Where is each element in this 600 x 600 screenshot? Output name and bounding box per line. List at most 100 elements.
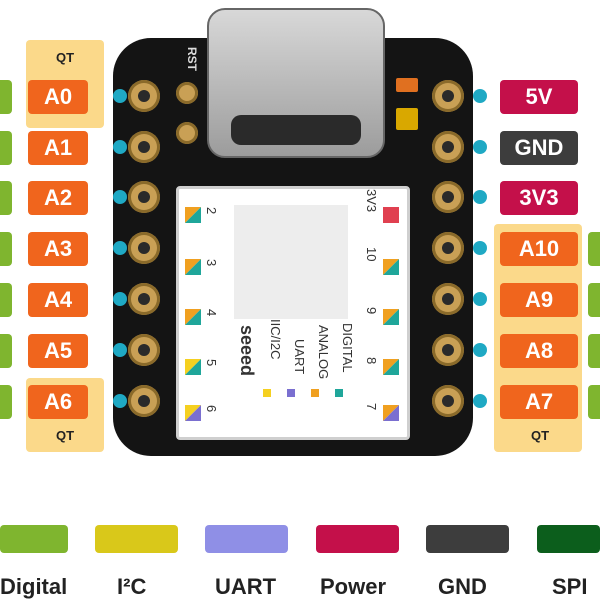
pin-label-a1: A1 <box>28 131 88 165</box>
pin-label-a6: A6 <box>28 385 88 419</box>
pad-left-3 <box>128 181 160 213</box>
pin-label-a4: A4 <box>28 283 88 317</box>
led-orange <box>396 78 418 92</box>
module-number-right-10: 10 <box>364 247 379 262</box>
pad-right-2 <box>432 131 464 163</box>
pin-label-gnd: GND <box>500 131 578 165</box>
pin-label-a0: A0 <box>28 80 88 114</box>
pin-label-a3: A3 <box>28 232 88 266</box>
reset-pad-bottom <box>176 122 198 144</box>
legend-swatch-gnd <box>426 525 509 553</box>
legend-swatch-spi <box>537 525 600 553</box>
pin-dot-left-6 <box>113 343 127 357</box>
module-legend-uart: UART <box>292 339 307 375</box>
module-number-left-5: 5 <box>204 359 219 367</box>
legend-swatch-digital <box>0 525 68 553</box>
pin-dot-left-2 <box>113 140 127 154</box>
module-legend-swatch-digital <box>335 389 343 397</box>
legend-swatch-i2c <box>95 525 178 553</box>
pad-left-4 <box>128 232 160 264</box>
pad-left-6 <box>128 334 160 366</box>
qt-label-left-top: QT <box>55 50 75 65</box>
brand-seeed: seeed <box>237 325 257 377</box>
pad-right-5 <box>432 283 464 315</box>
pin-dot-left-7 <box>113 394 127 408</box>
pin-dot-right-1 <box>473 89 487 103</box>
pin-dot-right-3 <box>473 190 487 204</box>
digital-stub-a3 <box>0 232 12 266</box>
legend-label-gnd: GND <box>438 574 487 599</box>
module-marker-right-10 <box>383 259 399 275</box>
module-legend-analog: ANALOG <box>316 325 331 380</box>
mcu-chip <box>234 205 348 319</box>
module-legend-swatch-i2c <box>263 389 271 397</box>
pin-dot-left-3 <box>113 190 127 204</box>
pad-right-3 <box>432 181 464 213</box>
module-number-right-8: 8 <box>364 357 379 365</box>
pad-right-1 <box>432 80 464 112</box>
pad-left-1 <box>128 80 160 112</box>
pin-dot-right-6 <box>473 343 487 357</box>
pad-left-7 <box>128 385 160 417</box>
module-marker-right-7 <box>383 405 399 421</box>
reset-pad-top <box>176 82 198 104</box>
legend-swatch-uart <box>205 525 288 553</box>
digital-stub-a5 <box>0 334 12 368</box>
qt-label-right-bottom: QT <box>530 428 550 443</box>
module-number-left-2: 2 <box>204 207 219 215</box>
digital-stub-a8 <box>588 334 600 368</box>
digital-stub-a1 <box>0 131 12 165</box>
digital-stub-a4 <box>0 283 12 317</box>
qt-label-left-bottom: QT <box>55 428 75 443</box>
pad-right-7 <box>432 385 464 417</box>
module-legend-digital: DIGITAL <box>340 323 355 373</box>
pin-label-a10: A10 <box>500 232 578 266</box>
usb-c-port <box>231 115 361 145</box>
pad-left-5 <box>128 283 160 315</box>
module-marker-right-8 <box>383 359 399 375</box>
pin-label-a8: A8 <box>500 334 578 368</box>
module-number-right-9: 9 <box>364 307 379 315</box>
legend-label-spi: SPI <box>552 574 588 599</box>
digital-stub-a0 <box>0 80 12 114</box>
pin-dot-right-7 <box>473 394 487 408</box>
module-marker-left-5 <box>185 359 201 375</box>
rst-label: RST <box>185 47 199 71</box>
pin-label-a9: A9 <box>500 283 578 317</box>
digital-stub-a2 <box>0 181 12 215</box>
pad-right-4 <box>432 232 464 264</box>
pin-dot-left-1 <box>113 89 127 103</box>
pin-dot-left-4 <box>113 241 127 255</box>
mcu-module: 2 3 4 5 6 3V3 10 9 8 7 seeed IIC/I2C UAR… <box>176 186 410 440</box>
legend-label-uart: UART <box>215 574 277 599</box>
pin-label-a2: A2 <box>28 181 88 215</box>
led-yellow <box>396 108 418 130</box>
pin-dot-left-5 <box>113 292 127 306</box>
module-legend-swatch-analog <box>311 389 319 397</box>
digital-stub-a7 <box>588 385 600 419</box>
pin-label-5v: 5V <box>500 80 578 114</box>
module-legend-i2c: IIC/I2C <box>268 319 283 360</box>
module-number-left-6: 6 <box>204 405 219 413</box>
usb-c-connector <box>207 8 385 158</box>
legend-swatch-power <box>316 525 399 553</box>
pin-dot-right-5 <box>473 292 487 306</box>
pad-left-2 <box>128 131 160 163</box>
module-legend-swatch-uart <box>287 389 295 397</box>
pin-label-a7: A7 <box>500 385 578 419</box>
module-marker-left-2 <box>185 207 201 223</box>
module-number-left-3: 3 <box>204 259 219 267</box>
digital-stub-a6 <box>0 385 12 419</box>
legend-label-i2c: I²C <box>117 574 147 599</box>
pin-dot-right-4 <box>473 241 487 255</box>
module-number-3v3: 3V3 <box>364 189 379 213</box>
pin-label-a5: A5 <box>28 334 88 368</box>
module-marker-left-3 <box>185 259 201 275</box>
digital-stub-a9 <box>588 283 600 317</box>
module-marker-left-6 <box>185 405 201 421</box>
module-marker-left-4 <box>185 309 201 325</box>
legend-label-power: Power <box>320 574 387 599</box>
module-number-left-4: 4 <box>204 309 219 317</box>
pad-right-6 <box>432 334 464 366</box>
digital-stub-a10 <box>588 232 600 266</box>
